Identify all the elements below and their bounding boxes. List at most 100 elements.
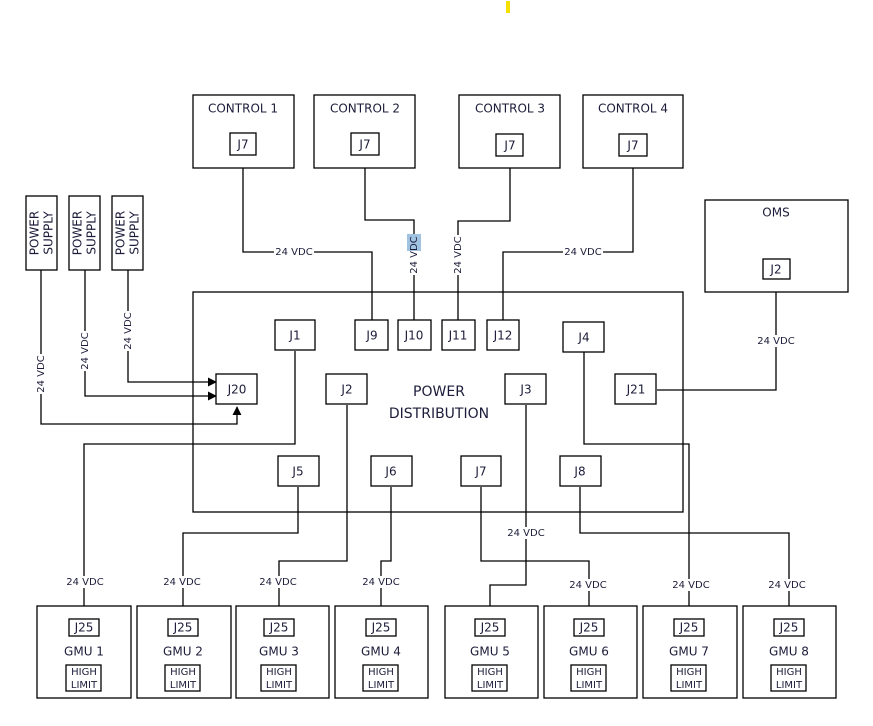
- voltage-label-gmu8: 24 VDC: [768, 579, 806, 591]
- high-limit-box[interactable]: [670, 664, 707, 692]
- high-limit-box[interactable]: [362, 664, 399, 692]
- gmu-name: GMU 4: [361, 645, 401, 659]
- gmu-name: GMU 2: [163, 645, 203, 659]
- svg-text:24 VDC: 24 VDC: [163, 577, 200, 588]
- text-selection-highlight: [407, 234, 421, 251]
- power-supply-1[interactable]: POWER SUPPLY: [25, 195, 58, 271]
- wire-j1-gmu1: [79, 351, 296, 621]
- svg-text:J7: J7: [503, 139, 515, 153]
- pd-connector-j9[interactable]: J9: [354, 319, 389, 351]
- svg-text:CONTROL 2: CONTROL 2: [330, 102, 400, 116]
- gmu-connector-label: J25: [679, 621, 699, 635]
- pd-connector-j10[interactable]: J10: [397, 319, 432, 351]
- pd-connector-j20[interactable]: J20: [215, 373, 258, 405]
- control-1-connector[interactable]: [229, 132, 257, 156]
- svg-text:J9: J9: [365, 329, 377, 343]
- high-limit-box[interactable]: [570, 664, 607, 692]
- power-supply-2[interactable]: POWER SUPPLY: [68, 195, 101, 271]
- cursor-marker: [506, 1, 510, 13]
- svg-text:POWER: POWER: [28, 211, 42, 255]
- voltage-labels: 24 VDC 24 VDC 24 VDC 24 VDC 24 VDC 24 VD…: [34, 234, 806, 591]
- pd-connector-j2[interactable]: J2: [325, 373, 368, 405]
- voltage-label-ps3: 24 VDC: [121, 311, 135, 351]
- gmu-connector-label: J25: [480, 621, 500, 635]
- gmu-connector[interactable]: [167, 618, 199, 637]
- voltage-label-ps2: 24 VDC: [78, 331, 92, 371]
- pd-connector-j21[interactable]: J21: [614, 373, 657, 405]
- gmu-connector[interactable]: [573, 618, 605, 637]
- svg-text:J1: J1: [288, 329, 300, 343]
- svg-text:J2: J2: [769, 263, 781, 277]
- pd-connector-j4[interactable]: J4: [562, 321, 605, 353]
- voltage-label-control2: 24 VDC: [407, 234, 421, 275]
- gmu-name: GMU 3: [259, 645, 299, 659]
- voltage-label-gmu2: 24 VDC: [163, 576, 201, 588]
- svg-text:POWER: POWER: [71, 211, 85, 255]
- high-limit-box[interactable]: [164, 664, 201, 692]
- wire-j5-gmu2: [178, 487, 299, 621]
- oms-box[interactable]: OMS J2: [704, 199, 849, 293]
- voltage-label-ps1: 24 VDC: [34, 354, 48, 394]
- svg-text:J8: J8: [573, 465, 585, 479]
- voltage-label-oms: 24 VDC: [756, 335, 796, 347]
- pd-connector-j7[interactable]: J7: [460, 455, 502, 487]
- pd-connector-j12[interactable]: J12: [486, 319, 520, 351]
- gmu-name: GMU 1: [64, 645, 104, 659]
- high-limit-line2: LIMIT: [266, 680, 293, 691]
- power-supply-3[interactable]: POWER SUPPLY: [111, 195, 144, 271]
- wire-j3-gmu5: [485, 405, 527, 621]
- pd-connector-j1[interactable]: J1: [274, 319, 316, 351]
- gmu-connector[interactable]: [673, 618, 705, 637]
- control-4-connector[interactable]: [618, 133, 648, 157]
- svg-text:J6: J6: [384, 465, 396, 479]
- wire-j8-gmu8: [579, 487, 794, 621]
- wire-j7-gmu6: [480, 487, 594, 621]
- pd-connector-j5[interactable]: J5: [277, 455, 320, 487]
- svg-text:SUPPLY: SUPPLY: [42, 211, 56, 255]
- svg-text:J7: J7: [626, 139, 638, 153]
- pd-connector-j3[interactable]: J3: [504, 373, 547, 405]
- oms-connector[interactable]: [762, 258, 791, 280]
- svg-text:J5: J5: [291, 465, 303, 479]
- gmu-connector-label: J25: [269, 621, 289, 635]
- pd-connector-j11[interactable]: J11: [441, 319, 476, 351]
- pd-connector-j8[interactable]: J8: [559, 455, 602, 487]
- gmu-connector[interactable]: [474, 618, 506, 637]
- control-1[interactable]: CONTROL 1 J7: [192, 94, 295, 169]
- control-2[interactable]: CONTROL 2 J7: [313, 94, 416, 169]
- high-limit-line2: LIMIT: [71, 680, 98, 691]
- high-limit-box[interactable]: [471, 664, 508, 692]
- voltage-label-control3: 24 VDC: [451, 235, 465, 275]
- pd-connector-j6[interactable]: J6: [370, 455, 413, 487]
- control-2-connector[interactable]: [350, 132, 380, 156]
- control-3-connector[interactable]: [495, 133, 524, 157]
- gmu-connector[interactable]: [365, 618, 397, 637]
- gmu-connector[interactable]: [773, 618, 805, 637]
- svg-text:J3: J3: [519, 383, 531, 397]
- svg-text:24 VDC: 24 VDC: [409, 236, 420, 273]
- svg-text:24 VDC: 24 VDC: [672, 580, 709, 591]
- gmu-name: GMU 5: [470, 645, 510, 659]
- svg-text:J11: J11: [448, 329, 468, 343]
- svg-text:J20: J20: [227, 383, 247, 397]
- control-3[interactable]: CONTROL 3 J7: [458, 94, 561, 169]
- gmu-connector[interactable]: [68, 618, 100, 637]
- svg-text:J10: J10: [404, 329, 424, 343]
- high-limit-box[interactable]: [260, 664, 297, 692]
- gmu-connector[interactable]: [263, 618, 295, 637]
- control-4[interactable]: CONTROL 4 J7: [582, 94, 684, 169]
- svg-text:CONTROL 4: CONTROL 4: [598, 102, 668, 116]
- high-limit-box[interactable]: [65, 664, 102, 692]
- svg-text:24 VDC: 24 VDC: [36, 355, 47, 392]
- pd-title-line1: POWER: [413, 384, 465, 400]
- gmu-name: GMU 6: [569, 645, 609, 659]
- high-limit-box[interactable]: [770, 664, 807, 692]
